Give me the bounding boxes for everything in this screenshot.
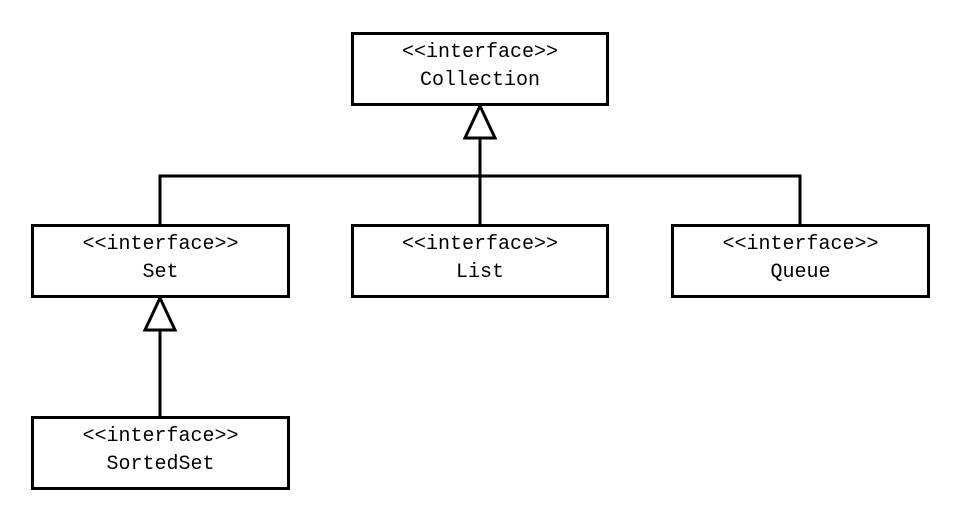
interface-name: SortedSet bbox=[106, 453, 215, 476]
stereotype-label: <<interface>> bbox=[722, 233, 879, 256]
interface-box-set: <<interface>> Set bbox=[31, 224, 290, 298]
stereotype-label: <<interface>> bbox=[82, 233, 239, 256]
stereotype-label: <<interface>> bbox=[401, 233, 559, 256]
interface-name: List bbox=[455, 261, 504, 284]
stereotype-label: <<interface>> bbox=[82, 425, 239, 448]
generalization-arrowhead-collection bbox=[462, 102, 498, 140]
interface-name: Collection bbox=[419, 69, 541, 92]
stereotype-label: <<interface>> bbox=[401, 41, 559, 64]
interface-box-queue: <<interface>> Queue bbox=[671, 224, 930, 298]
generalization-arrowhead-set bbox=[142, 294, 178, 332]
interface-box-collection: <<interface>> Collection bbox=[351, 32, 609, 106]
interface-box-list: <<interface>> List bbox=[351, 224, 609, 298]
interface-name: Set bbox=[142, 261, 179, 284]
interface-name: Queue bbox=[770, 261, 831, 284]
interface-box-sortedset: <<interface>> SortedSet bbox=[31, 416, 290, 490]
